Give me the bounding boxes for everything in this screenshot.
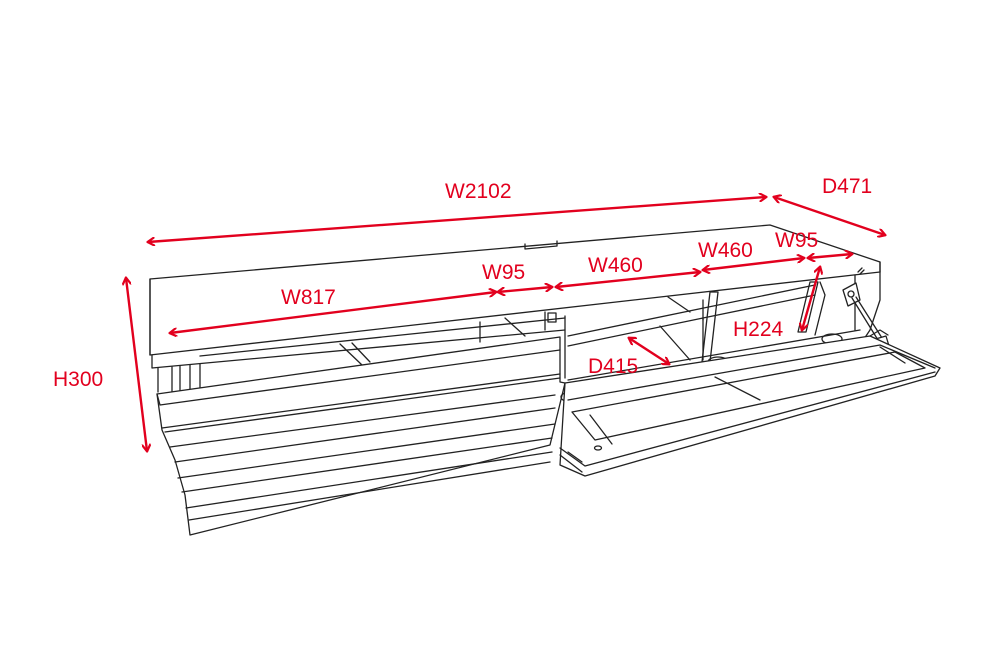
overall-height-arrow bbox=[126, 278, 147, 451]
right-flap-door-open bbox=[559, 329, 941, 477]
right-compartment-width-label: W460 bbox=[698, 239, 753, 262]
divider-width-right-label: W95 bbox=[775, 229, 818, 252]
overall-depth-label: D471 bbox=[822, 175, 872, 198]
overall-width-arrow bbox=[148, 197, 766, 242]
overall-width-label: W2102 bbox=[445, 180, 512, 203]
left-flap-door bbox=[156, 336, 582, 536]
center-compartment-width-arrow bbox=[556, 272, 700, 287]
right-compartment-width-arrow bbox=[703, 258, 804, 270]
hinge-left bbox=[547, 312, 557, 323]
left-compartment-width-arrow bbox=[170, 292, 496, 333]
cabinet-drawing bbox=[149, 224, 941, 536]
divider-width-left-arrow bbox=[498, 287, 552, 292]
divider-center bbox=[701, 291, 719, 363]
interior-depth-arrow bbox=[629, 338, 669, 364]
interior-depth-label: D415 bbox=[588, 355, 638, 378]
divider-width-left-label: W95 bbox=[482, 261, 525, 284]
interior-height-label: H224 bbox=[733, 318, 784, 341]
overall-height-label: H300 bbox=[53, 368, 103, 391]
left-compartment-width-label: W817 bbox=[281, 286, 336, 309]
interior-height-arrow bbox=[802, 267, 820, 330]
dimension-annotations: W2102 D471 H300 W817 W95 W460 W460 W95 H… bbox=[53, 175, 885, 451]
overall-depth-arrow bbox=[774, 197, 885, 235]
center-compartment-width-label: W460 bbox=[588, 254, 643, 277]
divider-width-right-arrow bbox=[808, 254, 852, 258]
